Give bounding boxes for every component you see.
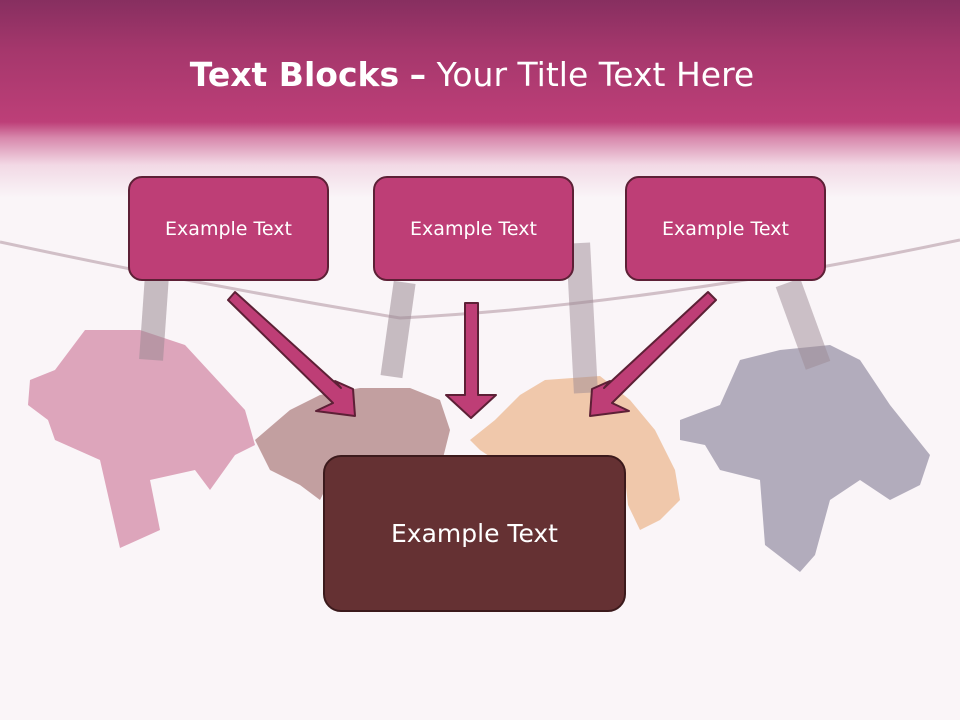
arrow-left <box>227 291 356 417</box>
text-block-2[interactable]: Example Text <box>373 176 574 281</box>
clothespin <box>566 242 598 394</box>
text-block-3[interactable]: Example Text <box>625 176 826 281</box>
title-bold: Text Blocks <box>189 55 400 94</box>
orange-house-shape <box>470 376 680 530</box>
title-dash: – <box>409 55 427 94</box>
text-block-label: Example Text <box>662 217 789 240</box>
title-rest: Your Title Text Here <box>436 55 755 94</box>
slide-title: Text Blocks – Your Title Text Here <box>0 52 944 98</box>
navy-house-shape <box>680 345 930 572</box>
arrow-right <box>589 291 717 417</box>
arrow-center <box>445 302 497 419</box>
clothespin <box>380 280 416 379</box>
text-block-label: Example Text <box>410 217 537 240</box>
main-text-block-label: Example Text <box>391 519 558 548</box>
clothespin <box>139 277 169 361</box>
pink-house-shape <box>28 330 255 548</box>
text-block-1[interactable]: Example Text <box>128 176 329 281</box>
brown-house-shape <box>255 388 450 500</box>
main-text-block[interactable]: Example Text <box>323 455 626 612</box>
text-block-label: Example Text <box>165 217 292 240</box>
clothespin <box>775 278 831 370</box>
header-band <box>0 0 960 200</box>
